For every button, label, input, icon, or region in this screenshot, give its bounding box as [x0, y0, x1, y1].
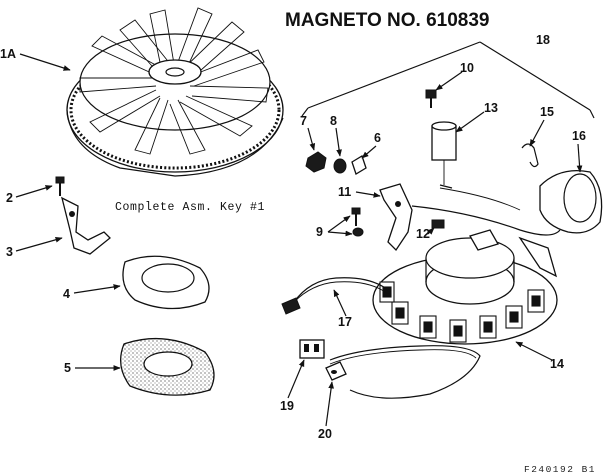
- callout-15: 15: [540, 105, 554, 119]
- callout-20: 20: [318, 427, 332, 441]
- bracket-3: [61, 196, 111, 255]
- callout-12: 12: [416, 227, 430, 241]
- screw-10: [425, 89, 437, 108]
- coil-cover-16: [539, 169, 603, 234]
- callout-2: 2: [6, 191, 13, 205]
- nut-7: [305, 151, 327, 173]
- callout-9: 9: [316, 225, 323, 239]
- callout-7: 7: [300, 114, 307, 128]
- condenser-13: [431, 121, 457, 189]
- callout-11: 11: [338, 185, 351, 199]
- callout-17: 17: [338, 315, 352, 329]
- callout-19: 19: [280, 399, 294, 413]
- callout-3: 3: [6, 245, 13, 259]
- screws-9: [351, 207, 364, 237]
- callout-16: 16: [572, 129, 586, 143]
- clip-6: [351, 155, 367, 175]
- callout-10: 10: [460, 61, 474, 75]
- callout-6: 6: [374, 131, 381, 145]
- callout-18: 18: [536, 33, 550, 47]
- ignition-wire-17: [281, 277, 389, 315]
- flywheel: [66, 7, 284, 177]
- callout-1a: 1A: [0, 47, 16, 61]
- diagram-title: MAGNETO NO. 610839: [285, 10, 490, 31]
- assembly-note: Complete Asm. Key #1: [115, 201, 265, 214]
- callout-8: 8: [330, 114, 337, 128]
- terminal-20: [325, 361, 347, 381]
- callout-4: 4: [63, 287, 70, 301]
- callout-5: 5: [64, 361, 71, 375]
- spring-clip-15: [521, 143, 539, 168]
- bracket-18-lines: [301, 41, 595, 119]
- insulator-5: [119, 337, 215, 396]
- breaker-points-11: [379, 183, 413, 252]
- stator-14: [372, 229, 558, 345]
- gasket-4: [122, 255, 210, 310]
- callout-14: 14: [550, 357, 564, 371]
- screw-2: [55, 176, 65, 196]
- figure-code: F240192 B1: [524, 464, 596, 475]
- callout-13: 13: [484, 101, 498, 115]
- washer-8: [333, 158, 347, 174]
- block-12: [431, 219, 445, 229]
- connector-19: [299, 339, 325, 359]
